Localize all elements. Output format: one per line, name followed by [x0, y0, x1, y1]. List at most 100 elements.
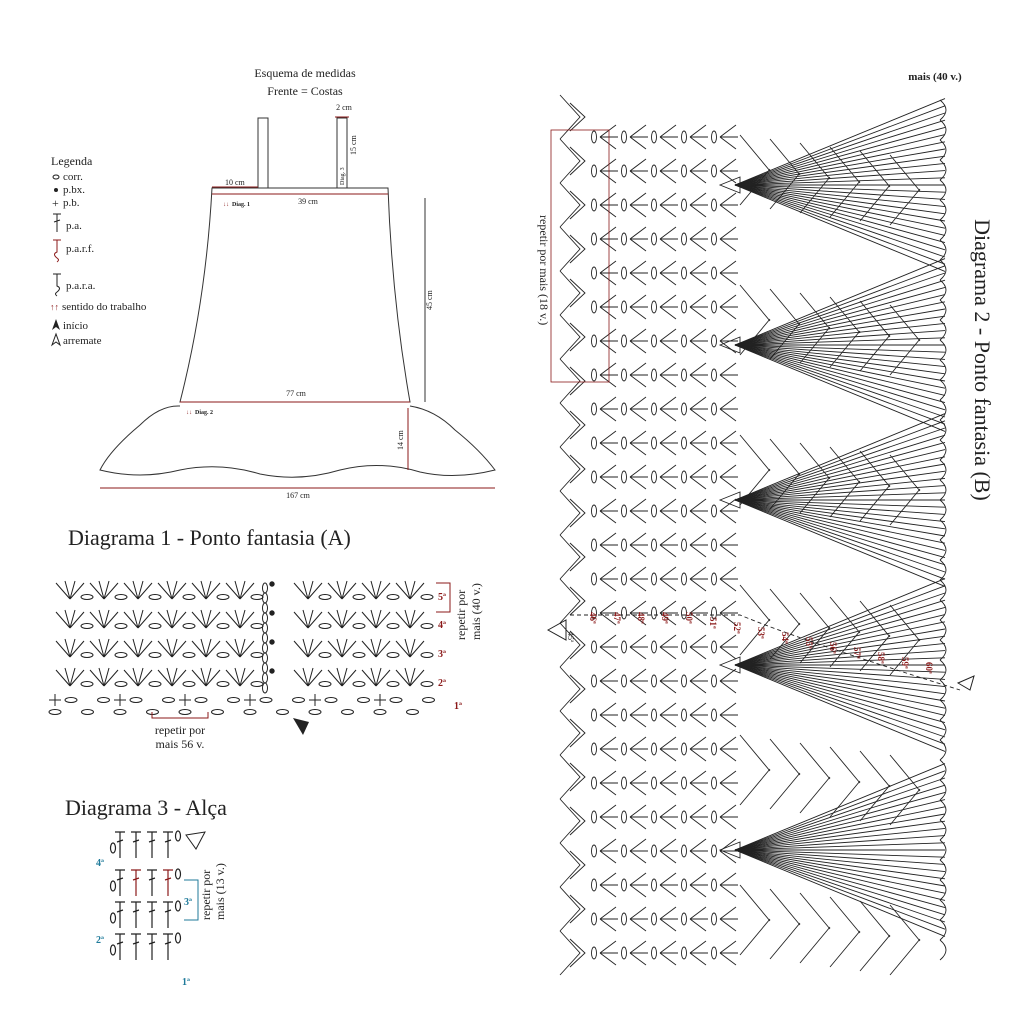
d2-fan-stitch	[734, 664, 946, 702]
d2-shell-stitch	[629, 770, 648, 796]
d1-turning-chain	[262, 642, 268, 654]
d1-fan-stitch	[55, 667, 85, 687]
d2-chain-stitch	[711, 470, 717, 484]
d1-chain-stitch	[80, 652, 94, 658]
legend-label-pb: p.b.	[63, 197, 80, 209]
d2-chain-stitch	[651, 504, 657, 518]
d2-chain-stitch	[681, 164, 687, 178]
d2-fan-stitch	[734, 664, 946, 731]
d1-fan-stitch	[123, 667, 153, 687]
d2-shell-stitch	[659, 770, 678, 796]
d2-fan-stitch	[734, 344, 946, 404]
d2-shell-stitch	[599, 396, 618, 422]
d1-chain-stitch	[182, 594, 196, 600]
diagram2-finish-arrow-icon	[956, 675, 975, 691]
d1-chain-stitch	[148, 652, 162, 658]
d2-chain-arc	[799, 292, 831, 330]
d1-chain-stitch	[324, 697, 338, 703]
d2-chain-arc	[739, 284, 771, 322]
d2-chain-stitch	[651, 776, 657, 790]
d1-row-label: 1ª	[454, 701, 462, 712]
d2-shell-stitch	[689, 736, 708, 762]
d2-fan-stitch	[734, 499, 946, 544]
d2-edge-scallop	[939, 539, 947, 561]
d2-chain-stitch	[681, 742, 687, 756]
d2-fan-base	[718, 176, 741, 194]
d2-chain-arc	[769, 922, 801, 960]
d1-fan-stitch	[55, 609, 85, 629]
d2-fan-stitch	[734, 308, 946, 346]
d2-fan-stitch	[734, 664, 946, 745]
d2-chain-stitch	[621, 232, 627, 246]
d2-shell-stitch	[629, 838, 648, 864]
d2-shell-stitch	[659, 940, 678, 966]
d3-chain-stitch	[109, 912, 117, 924]
d2-fan-stitch	[734, 849, 946, 909]
d2-edge-scallop	[939, 599, 947, 621]
d2-shell-stitch	[599, 872, 618, 898]
d2-shell-stitch	[719, 158, 738, 184]
d2-edge-scallop	[939, 139, 947, 161]
d2-chain-stitch	[591, 164, 597, 178]
d2-chain-stitch	[651, 334, 657, 348]
diag2-arrows-icon: ↓↓	[186, 410, 192, 416]
d2-fan-stitch	[734, 463, 946, 501]
d3-dc-stitch	[163, 901, 173, 928]
d2-fan-stitch	[734, 664, 946, 688]
d2-chain-stitch	[711, 198, 717, 212]
d2-chain-stitch	[591, 878, 597, 892]
d2-fan-stitch	[734, 258, 946, 346]
d2-shell-stitch	[629, 124, 648, 150]
d1-row-label: 4ª	[438, 620, 446, 631]
strap-width-label: 2 cm	[336, 103, 353, 112]
diag1-arrows-icon: ↓↓	[223, 202, 229, 208]
d2-row-label: 46ª	[588, 612, 598, 624]
left-offset-label: 10 cm	[225, 178, 246, 187]
d2-chain-stitch	[591, 912, 597, 926]
d1-chain-stitch	[386, 594, 400, 600]
d1-slip-stitch	[269, 668, 275, 674]
d2-shell-stitch	[689, 328, 708, 354]
d2-chain-arc	[769, 888, 801, 926]
d2-chain-stitch	[681, 402, 687, 416]
d2-chain-stitch	[621, 300, 627, 314]
d2-chain-stitch	[681, 436, 687, 450]
d2-fan-stitch	[734, 315, 946, 346]
d2-chain-stitch	[651, 130, 657, 144]
d2-shell-stitch	[719, 736, 738, 762]
d2-chain-arc	[889, 638, 921, 676]
d2-edge-scallop	[939, 679, 947, 701]
d2-shell-stitch	[719, 804, 738, 830]
d2-fan-stitch	[734, 585, 946, 666]
d2-chain-arc	[769, 588, 801, 626]
d2-turning-path	[570, 614, 961, 691]
d2-shell-stitch	[689, 158, 708, 184]
d2-fan-stitch	[734, 499, 946, 566]
d2-shell-stitch	[629, 158, 648, 184]
d2-chain-stitch	[651, 640, 657, 654]
d2-chain-stitch	[711, 164, 717, 178]
d2-chain-stitch	[711, 300, 717, 314]
d2-chain-arc	[859, 300, 891, 338]
d3-row-label: 4ª	[96, 858, 104, 869]
d2-chain-stitch	[681, 878, 687, 892]
d2-row-label: 54ª	[780, 632, 790, 644]
d2-fan-stitch	[734, 606, 946, 666]
d1-chain-stitch	[386, 623, 400, 629]
d2-fan-stitch	[734, 449, 946, 501]
d2-chain-arc	[769, 288, 801, 326]
d2-chain-stitch	[651, 402, 657, 416]
d2-chain-arc	[799, 592, 831, 630]
d1-chain-stitch	[148, 594, 162, 600]
d2-fan-stitch	[734, 301, 946, 346]
d1-fan-stitch	[89, 609, 119, 629]
legend-item-finish: arremate	[50, 332, 102, 347]
d2-chain-arc	[859, 750, 891, 788]
d2-chain-stitch	[621, 334, 627, 348]
d2-fan-stitch	[734, 642, 946, 666]
d2-shell-stitch	[719, 464, 738, 490]
d2-shell-stitch	[689, 566, 708, 592]
bottom-width-label: 167 cm	[286, 491, 311, 500]
d2-fan-stitch	[734, 791, 946, 851]
d2-shell-stitch	[599, 838, 618, 864]
